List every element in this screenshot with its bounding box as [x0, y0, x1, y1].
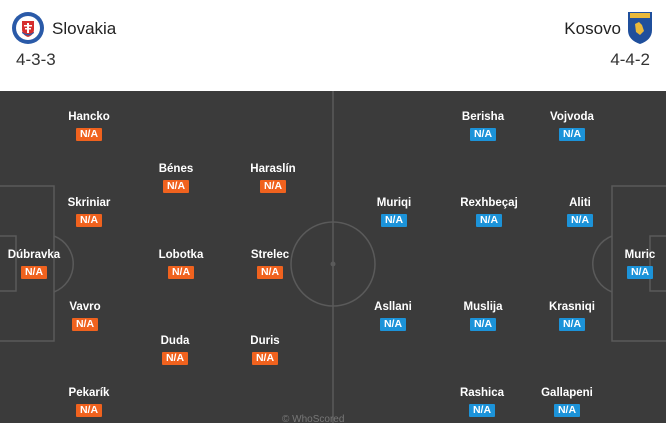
away-player-def-1[interactable]: Vojvoda N/A	[532, 110, 612, 142]
watermark: © WhoScored	[282, 414, 345, 425]
player-name: Bénes	[158, 163, 194, 175]
player-rating-badge: N/A	[380, 214, 408, 227]
player-rating-badge: N/A	[75, 404, 103, 417]
player-name: Muric	[624, 249, 656, 261]
home-player-mid-1[interactable]: Bénes N/A	[136, 162, 216, 194]
player-rating-badge: N/A	[626, 266, 654, 279]
player-name: Haraslín	[250, 163, 296, 175]
home-player-def-1[interactable]: Hancko N/A	[49, 110, 129, 142]
player-rating-badge: N/A	[469, 318, 497, 331]
player-rating-badge: N/A	[251, 352, 279, 365]
match-header: Slovakia 4-3-3 Kosovo 4-4-2	[0, 0, 666, 90]
away-player-mid-3[interactable]: Muslija N/A	[443, 300, 523, 332]
away-formation: 4-4-2	[610, 50, 650, 69]
away-player-fwd-2[interactable]: Asllani N/A	[353, 300, 433, 332]
player-name: Muslija	[463, 301, 503, 313]
player-name: Asllani	[374, 301, 412, 313]
player-rating-badge: N/A	[566, 214, 594, 227]
player-rating-badge: N/A	[475, 214, 503, 227]
player-rating-badge: N/A	[162, 180, 190, 193]
player-rating-badge: N/A	[259, 180, 287, 193]
home-player-fwd-1[interactable]: Haraslín N/A	[233, 162, 313, 194]
player-rating-badge: N/A	[20, 266, 48, 279]
away-player-def-3[interactable]: Krasniqi N/A	[532, 300, 612, 332]
home-player-mid-2[interactable]: Lobotka N/A	[141, 248, 221, 280]
player-name: Duris	[250, 335, 280, 347]
player-rating-badge: N/A	[161, 352, 189, 365]
player-name: Pekarík	[68, 387, 110, 399]
home-player-gk[interactable]: Dúbravka N/A	[0, 248, 74, 280]
away-player-fwd-1[interactable]: Muriqi N/A	[354, 196, 434, 228]
player-name: Vojvoda	[550, 111, 594, 123]
home-team-name[interactable]: Slovakia	[52, 19, 117, 38]
player-rating-badge: N/A	[75, 128, 103, 141]
player-rating-badge: N/A	[256, 266, 284, 279]
player-name: Rashica	[459, 387, 505, 399]
home-player-mid-3[interactable]: Duda N/A	[135, 334, 215, 366]
player-name: Aliti	[569, 197, 591, 209]
home-player-fwd-2[interactable]: Strelec N/A	[230, 248, 310, 280]
away-player-def-4[interactable]: Gallapeni N/A	[527, 386, 607, 418]
player-name: Rexhbeçaj	[460, 197, 518, 209]
slovakia-crest-icon	[12, 12, 44, 44]
player-rating-badge: N/A	[468, 404, 496, 417]
home-formation: 4-3-3	[16, 50, 56, 69]
player-name: Gallapeni	[541, 387, 593, 399]
player-rating-badge: N/A	[469, 128, 497, 141]
player-name: Skriniar	[67, 197, 111, 209]
player-rating-badge: N/A	[558, 318, 586, 331]
player-name: Strelec	[250, 249, 290, 261]
player-name: Muriqi	[376, 197, 412, 209]
home-player-fwd-3[interactable]: Duris N/A	[225, 334, 305, 366]
away-player-mid-1[interactable]: Berisha N/A	[443, 110, 523, 142]
player-name: Krasniqi	[548, 301, 595, 313]
away-player-mid-2[interactable]: Rexhbeçaj N/A	[449, 196, 529, 228]
player-name: Dúbravka	[7, 249, 61, 261]
pitch-markings	[0, 91, 666, 423]
player-rating-badge: N/A	[379, 318, 407, 331]
kosovo-crest-icon	[628, 12, 652, 44]
away-player-def-2[interactable]: Aliti N/A	[540, 196, 620, 228]
player-name: Hancko	[68, 111, 110, 123]
pitch: Dúbravka N/A Hancko N/A Skriniar N/A Vav…	[0, 91, 666, 423]
player-rating-badge: N/A	[167, 266, 195, 279]
player-name: Lobotka	[158, 249, 204, 261]
home-player-def-4[interactable]: Pekarík N/A	[49, 386, 129, 418]
away-player-mid-4[interactable]: Rashica N/A	[442, 386, 522, 418]
player-rating-badge: N/A	[558, 128, 586, 141]
away-team-name[interactable]: Kosovo	[564, 19, 621, 38]
player-rating-badge: N/A	[75, 214, 103, 227]
player-name: Vavro	[69, 301, 101, 313]
player-rating-badge: N/A	[553, 404, 581, 417]
player-name: Duda	[160, 335, 190, 347]
player-name: Berisha	[461, 111, 505, 123]
player-rating-badge: N/A	[71, 318, 99, 331]
home-player-def-2[interactable]: Skriniar N/A	[49, 196, 129, 228]
away-player-gk[interactable]: Muric N/A	[600, 248, 666, 280]
home-player-def-3[interactable]: Vavro N/A	[45, 300, 125, 332]
